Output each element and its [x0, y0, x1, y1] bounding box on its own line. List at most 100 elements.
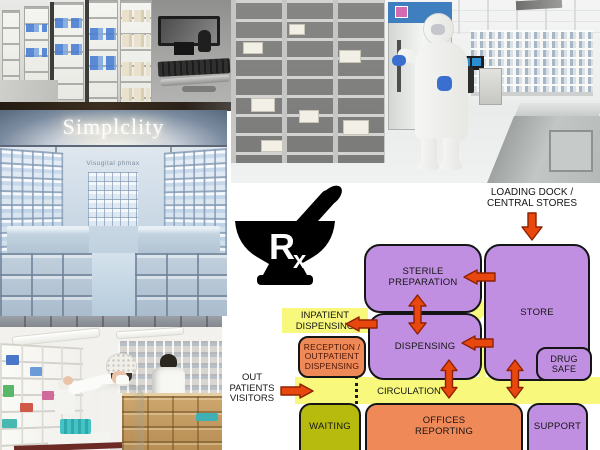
wood-floor-strip	[0, 316, 222, 327]
worker-bootie	[440, 162, 462, 170]
ceiling-tiles	[431, 0, 600, 34]
headset	[198, 30, 211, 52]
rx-mortar-pestle-icon: R x	[235, 185, 342, 285]
arrow-down-loading-to-store-icon	[521, 212, 543, 241]
loading-dock-label: LOADING DOCK / CENTRAL STORES	[462, 187, 600, 209]
blue-bins	[26, 24, 47, 32]
med-boxes	[122, 10, 150, 22]
blue-bins	[26, 48, 47, 57]
photo-shelving-units	[0, 0, 152, 110]
blue-glove	[437, 76, 452, 91]
mortar-bowl	[235, 221, 335, 264]
circulation-gap	[479, 346, 486, 378]
arrow-left-store-to-dispensing-icon	[461, 335, 494, 351]
room-label: DISPENSING	[304, 360, 360, 371]
room-label: SUPPORT	[533, 420, 582, 432]
med-boxes	[122, 34, 150, 47]
arrow-vertical-dispensing-circulation-icon	[440, 359, 458, 399]
label-line: INPATIENT	[300, 310, 350, 321]
room-support: SUPPORT	[527, 403, 588, 450]
worker-bootie	[417, 162, 439, 170]
supply-box	[261, 140, 283, 152]
photo-pharmacy-staff	[0, 327, 222, 450]
room-offices-reporting: OFFICES REPORTING	[365, 403, 523, 450]
supply-box	[299, 110, 319, 123]
room-label: RECEPTION /	[303, 341, 361, 352]
room-label: DISPENSING	[394, 341, 456, 352]
med-box-pink	[42, 391, 54, 400]
room-label: STERILE	[402, 265, 444, 277]
room-label: OFFICES	[422, 415, 466, 426]
staff-three-hair	[160, 354, 177, 369]
refrigerator-label	[395, 6, 408, 18]
keyboard	[157, 58, 231, 77]
blue-bins	[90, 56, 116, 70]
blue-bins	[90, 28, 116, 40]
pharmacist-hand	[63, 376, 73, 385]
room-label: WAITING	[309, 420, 351, 432]
worker-leg	[421, 138, 437, 165]
wooden-drawer-cabinet	[122, 393, 222, 450]
med-boxes	[122, 62, 150, 76]
display-counter	[7, 226, 89, 253]
shelf-post	[85, 0, 89, 102]
supply-box	[289, 24, 305, 35]
blue-bins	[55, 18, 82, 28]
label-line: OUT	[241, 372, 263, 383]
room-reception-outpatient-dispensing: RECEPTION / OUTPATIENT DISPENSING	[298, 336, 366, 378]
arrow-vertical-sterile-dispensing-icon	[408, 294, 427, 335]
teal-tray	[196, 413, 218, 421]
arrow-left-dispensing-to-inpatient-icon	[345, 316, 378, 332]
room-label: PREPARATION	[388, 276, 458, 288]
label-line: LOADING DOCK /	[490, 187, 574, 198]
device-box	[174, 42, 194, 55]
med-box-red	[20, 403, 33, 412]
backwall-text: Visugital phmax	[86, 160, 140, 167]
staff-two	[55, 389, 75, 414]
label-line: VISITORS	[229, 393, 275, 404]
shelf-unit	[2, 10, 20, 84]
mount-arm	[182, 86, 216, 92]
display-counter	[138, 226, 220, 253]
photo-cleanroom	[231, 0, 600, 183]
photo-wall-computer	[152, 0, 232, 110]
cart-drawer	[549, 130, 593, 172]
room-label: STORE	[520, 307, 554, 318]
rx-letter-x: x	[293, 247, 307, 274]
out-patients-visitors-label: OUT PATIENTS VISITORS	[224, 372, 280, 405]
label-line: DISPENSING	[295, 320, 355, 332]
pharmacist-mask	[116, 375, 129, 386]
worker-leg	[443, 138, 459, 165]
shelf-post	[50, 2, 54, 98]
label-line: PATIENTS	[229, 382, 275, 394]
label-line: CENTRAL STORES	[486, 198, 578, 209]
med-box-green	[3, 385, 14, 397]
refrigerator-handle	[397, 40, 401, 92]
ceiling-light	[115, 327, 185, 340]
room-label: REPORTING	[414, 426, 474, 437]
arrow-left-store-to-sterile-icon	[463, 269, 496, 285]
room-label: OUTPATIENT	[304, 351, 360, 362]
supply-box	[251, 98, 275, 112]
glass-frame	[0, 145, 227, 147]
keyboard-tray	[159, 74, 231, 87]
arrow-right-outpatients-icon	[280, 383, 314, 399]
back-shelves	[88, 172, 138, 226]
floor	[0, 80, 58, 104]
storefront-sign: Simplclity	[62, 114, 165, 139]
photo-divider-strip	[0, 102, 231, 111]
drawer-cabinet	[135, 253, 227, 316]
pestle-knob	[320, 185, 342, 207]
storefront-fascia	[0, 110, 227, 146]
room-sterile-preparation: STERILE PREPARATION	[364, 244, 482, 313]
blue-glove	[392, 55, 406, 66]
shelf-unit	[88, 0, 118, 104]
inpatient-dispensing-label: INPATIENT DISPENSING	[282, 310, 368, 332]
worker-visor	[431, 24, 445, 35]
supply-box	[243, 42, 263, 54]
rx-letter-r: R	[269, 226, 295, 267]
mortar-foot	[263, 264, 307, 275]
photo-storefront: Simplclity Visugital phmax	[0, 110, 227, 316]
room-waiting: WAITING	[299, 403, 361, 450]
